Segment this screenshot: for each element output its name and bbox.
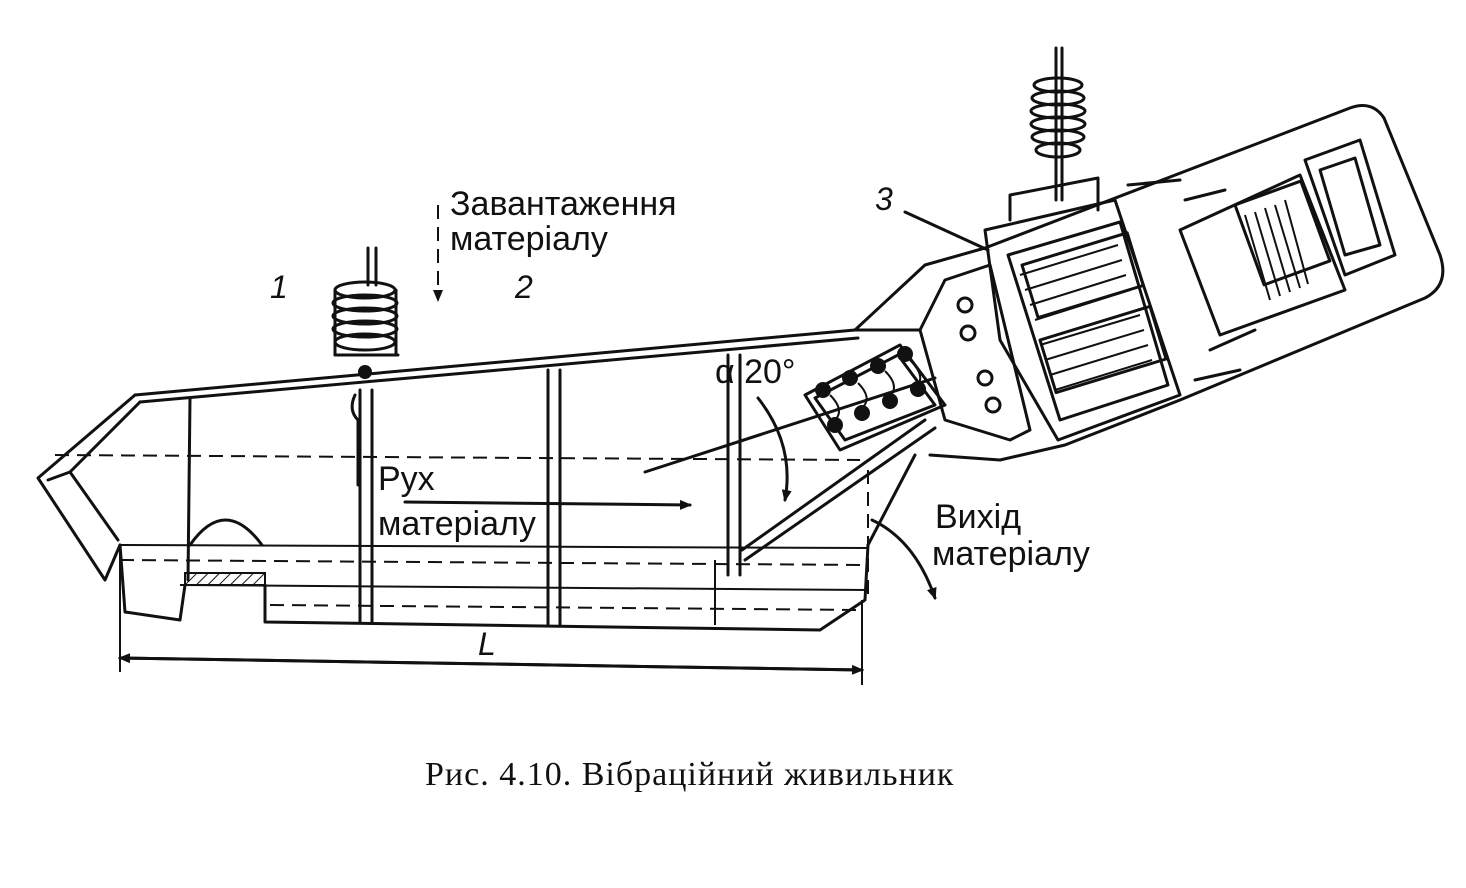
length-label: L <box>478 626 496 662</box>
exit-label-line2: матеріалу <box>932 535 1090 573</box>
angle-label: α 20° <box>715 353 796 391</box>
angle-arc-icon <box>756 396 792 502</box>
movement-label-line1: Рух <box>378 460 435 498</box>
movement-arrow <box>403 499 692 510</box>
part-1-label: 1 <box>270 269 288 305</box>
part-2-label: 2 <box>514 269 533 305</box>
trough <box>36 328 937 632</box>
annotations <box>118 205 990 685</box>
part-3-leader <box>903 210 990 252</box>
vibration-direction-line <box>643 376 937 474</box>
exit-arrow <box>870 518 937 600</box>
movement-label-line2: матеріалу <box>378 505 536 543</box>
vibrator-drive <box>803 104 1445 462</box>
part-3-label: 3 <box>875 181 893 217</box>
loading-label-line1: Завантаження <box>450 185 677 223</box>
suspension-spring-left <box>331 246 400 379</box>
exit-label-line1: Вихід <box>935 498 1021 536</box>
figure-caption: Рис. 4.10. Вібраційний живильник <box>425 756 954 793</box>
suspension-spring-right <box>1008 46 1100 222</box>
loading-label-line2: матеріалу <box>450 220 608 258</box>
